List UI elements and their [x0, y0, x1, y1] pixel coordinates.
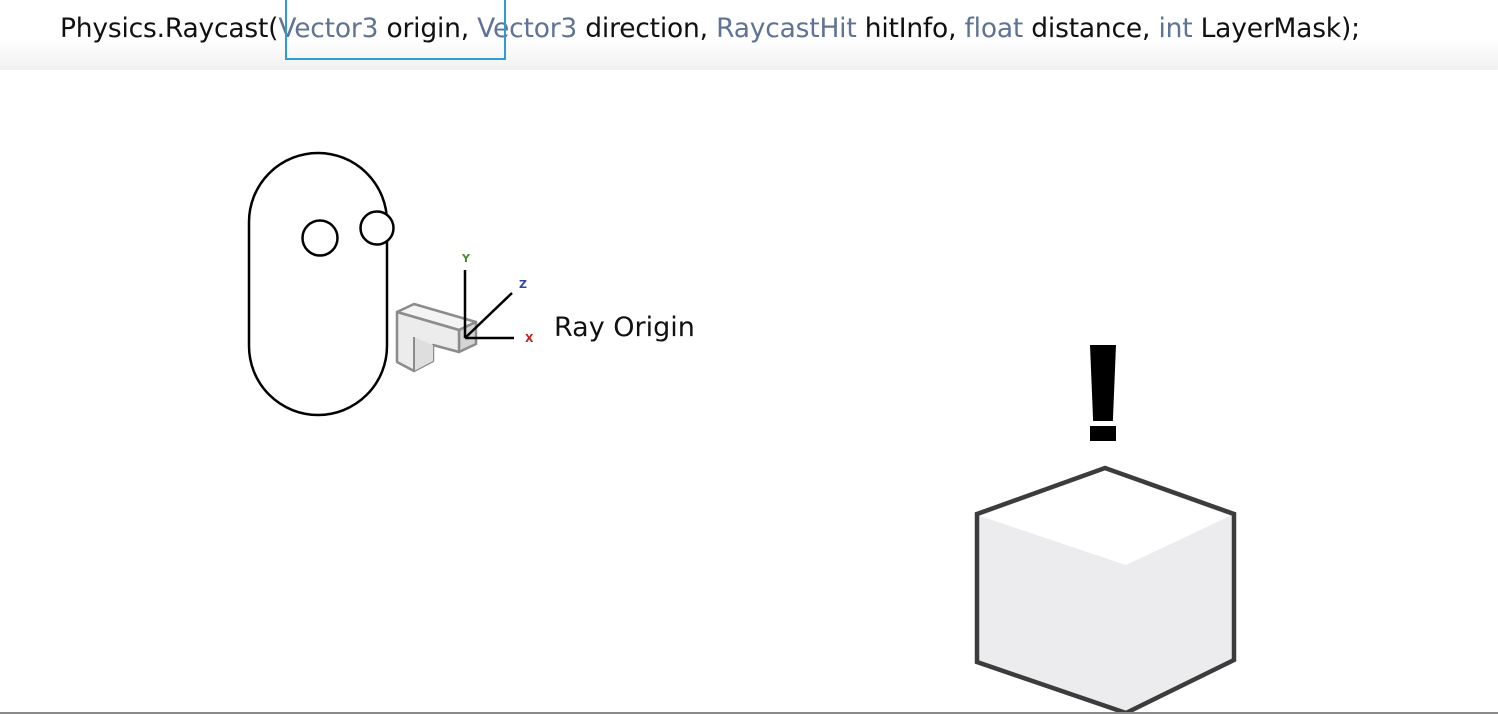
- param-hitinfo-name: hitInfo,: [856, 13, 965, 44]
- param-direction-name: direction,: [577, 13, 717, 44]
- character-eye-right: [359, 210, 395, 246]
- bottom-divider: [0, 712, 1498, 714]
- target-cube: [974, 465, 1237, 714]
- param-distance-name: distance,: [1023, 13, 1159, 44]
- param-origin-type: Vector3: [278, 13, 379, 44]
- raycast-signature: Physics.Raycast(Vector3 origin, Vector3 …: [60, 8, 1360, 50]
- param-direction-type: Vector3: [477, 13, 578, 44]
- character-body: [247, 151, 389, 417]
- axis-x-label: X: [525, 332, 534, 345]
- code-header-bar: [0, 0, 1498, 70]
- z-axis-line: [464, 292, 513, 339]
- origin-param-highlight: [285, 0, 506, 60]
- param-hitinfo-type: RaycastHit: [716, 13, 857, 44]
- method-call: Physics.Raycast(: [60, 13, 279, 44]
- param-distance-type: float: [964, 13, 1024, 44]
- param-layermask-type: int: [1158, 13, 1193, 44]
- param-origin-name: origin,: [378, 13, 469, 44]
- character-eye-left: [301, 219, 339, 257]
- ray-origin-label: Ray Origin: [554, 312, 695, 343]
- exclamation-icon-dot: [1090, 426, 1116, 441]
- axis-y-label: Y: [462, 252, 470, 265]
- exclamation-icon-bar: [1090, 345, 1116, 421]
- axes-gizmo: [463, 270, 514, 340]
- param-layermask-name: LayerMask);: [1192, 13, 1360, 44]
- gun-shape: [395, 302, 478, 373]
- axis-z-label: Z: [519, 278, 527, 291]
